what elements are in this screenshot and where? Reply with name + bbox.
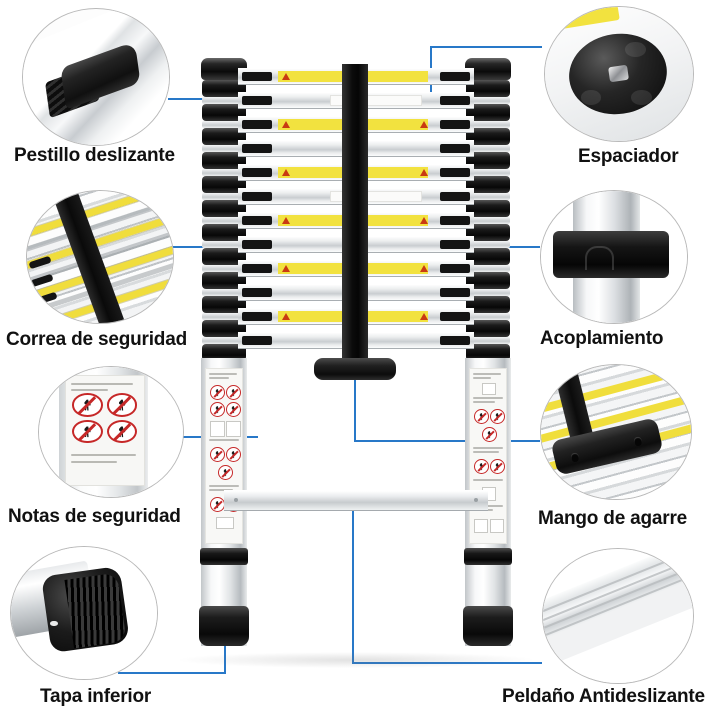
ground-shadow (180, 652, 532, 668)
ladder-bottom-crossbar (224, 490, 488, 511)
ladder-grip-handle (314, 358, 396, 380)
ladder-photo (180, 58, 532, 668)
connector-line-spacer (430, 46, 542, 48)
callout-grip-handle (540, 364, 694, 500)
callout-label-spacer: Espaciador (578, 146, 679, 167)
grip-handle-icon (540, 364, 692, 500)
rail-top-cap-right (465, 58, 511, 80)
connector-line-bottom-cap-v (224, 640, 226, 674)
connector-line-safety-notes-v (256, 436, 258, 438)
slider-latch-icon (22, 8, 170, 146)
callout-label-grip-handle: Mango de agarre (538, 508, 688, 529)
safety-notes-icon (38, 366, 184, 498)
coupling-icon (540, 190, 688, 324)
callout-anti-slip-step (542, 548, 696, 684)
callout-label-anti-slip-step: Peldaño Antideslizante (502, 686, 705, 707)
ladder-foot-left (199, 606, 249, 646)
callout-label-safety-notes: Notas de seguridad (8, 506, 181, 527)
callout-safety-strap (26, 190, 176, 324)
callout-slider-latch (22, 8, 176, 148)
callout-label-safety-strap: Correa de seguridad (6, 329, 187, 350)
callout-label-coupling: Acoplamiento (540, 328, 664, 349)
rail-top-cap-left (201, 58, 247, 80)
callout-label-slider-latch: Pestillo deslizante (14, 145, 175, 166)
ladder-left-leg (199, 358, 249, 646)
safety-notes-sticker-right (469, 368, 507, 544)
callout-safety-notes (38, 366, 188, 500)
callout-bottom-cap (10, 546, 160, 680)
callout-spacer (544, 6, 694, 142)
safety-strap-icon (26, 190, 174, 324)
connector-line-grip-handle (354, 440, 540, 442)
ladder-foot-right (463, 606, 513, 646)
anti-slip-step-icon (542, 548, 694, 684)
connector-line-bottom-cap (118, 672, 226, 674)
connector-line-anti-slip-step (352, 662, 542, 664)
connector-line-anti-slip-step-v (352, 500, 354, 664)
ladder-right-rail (465, 58, 511, 364)
callout-coupling (540, 190, 690, 324)
ladder-left-rail (201, 58, 247, 364)
safety-notes-sticker-left (205, 368, 243, 544)
ladder-safety-strap (342, 64, 368, 364)
spacer-icon (544, 6, 694, 142)
connector-line-grip-handle-v (354, 330, 356, 442)
callout-label-bottom-cap: Tapa inferior (40, 686, 152, 707)
bottom-cap-icon (10, 546, 158, 680)
